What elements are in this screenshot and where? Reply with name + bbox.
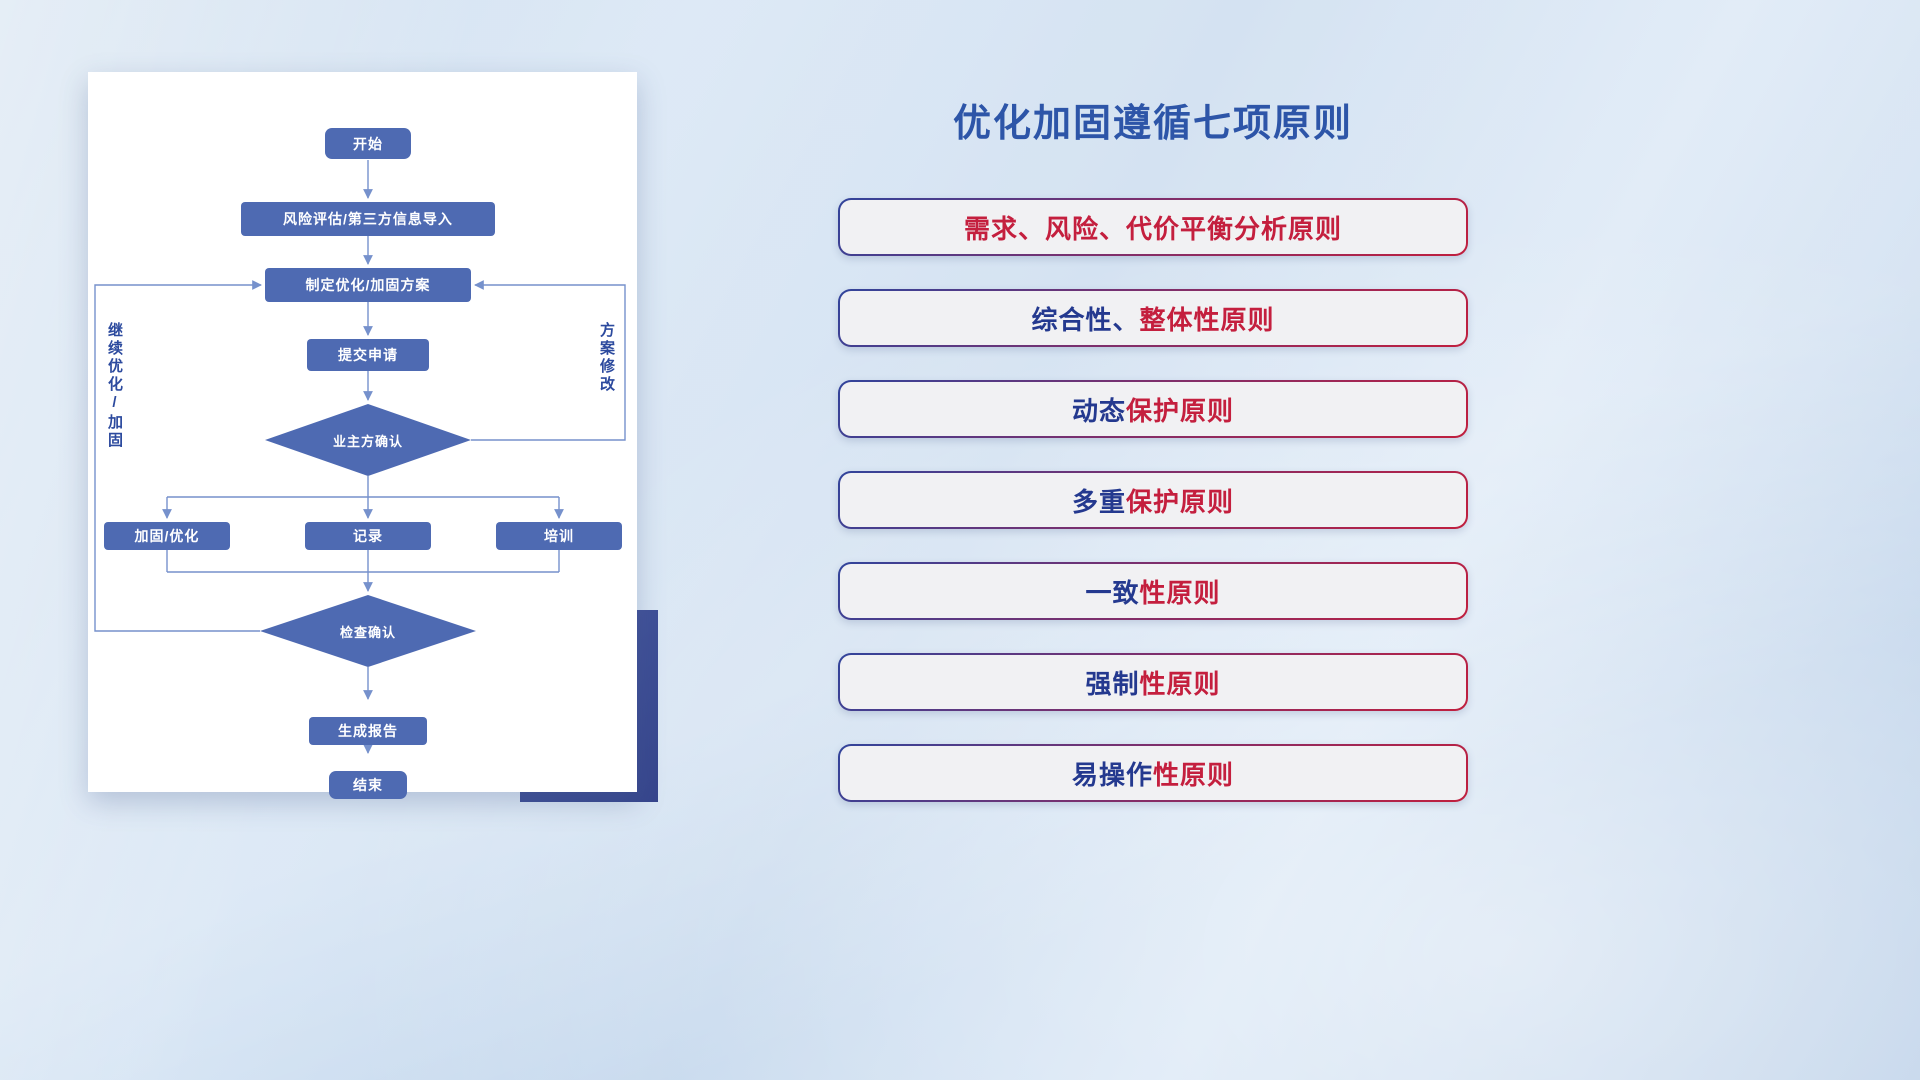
flow-node-submit: 提交申请 [307, 339, 429, 371]
principle-text-segment: 多重 [1071, 486, 1126, 517]
flow-node-record: 记录 [305, 522, 431, 550]
principle-item-5: 一致性原则 [838, 562, 1468, 620]
principle-item-4: 多重保护原则 [838, 471, 1468, 529]
flow-connectors [94, 160, 626, 754]
principle-text-segment: 性原则 [1153, 759, 1235, 790]
page-title: 优化加固遵循七项原则 [952, 103, 1353, 145]
principle-item-7: 易操作性原则 [838, 744, 1468, 802]
principle-item-3: 动态保护原则 [838, 380, 1468, 438]
flow-node-end: 结束 [329, 771, 407, 799]
principle-text-segment: 动态 [1071, 395, 1126, 426]
principle-text-segment: 需求、风险、代价平衡分析原则 [963, 213, 1342, 244]
principles-list: 需求、风险、代价平衡分析原则综合性、整体性原则动态保护原则多重保护原则一致性原则… [838, 198, 1468, 802]
flow-node-report: 生成报告 [309, 717, 427, 745]
flow-node-risk-import: 风险评估/第三方信息导入 [241, 202, 495, 236]
flow-node-train: 培训 [496, 522, 622, 550]
principle-text-segment: 一致 [1085, 577, 1140, 608]
principle-label: 动态保护原则 [840, 382, 1466, 436]
principle-item-6: 强制性原则 [838, 653, 1468, 711]
principle-text-segment: 强制 [1085, 668, 1140, 699]
flowchart-card: 开始 风险评估/第三方信息导入 制定优化/加固方案 提交申请 业主方确认 加固/… [88, 72, 637, 799]
principle-text-segment: 性原则 [1139, 577, 1221, 608]
principle-label: 易操作性原则 [840, 746, 1466, 800]
loop-label-continue-optimize: 继续优化/加固 [106, 322, 123, 450]
flow-node-make-plan: 制定优化/加固方案 [265, 268, 471, 302]
loop-label-plan-modify: 方案修改 [598, 322, 615, 394]
principle-text-segment: 保护原则 [1126, 486, 1235, 517]
principle-text-segment: 保护原则 [1126, 395, 1235, 426]
principle-text-segment: 综合性、 [1031, 304, 1140, 335]
flow-node-start: 开始 [325, 128, 411, 159]
flow-node-harden: 加固/优化 [104, 522, 230, 550]
principle-label: 需求、风险、代价平衡分析原则 [840, 200, 1466, 254]
principle-label: 综合性、整体性原则 [840, 291, 1466, 345]
principle-text-segment: 整体性原则 [1139, 304, 1275, 335]
principle-text-segment: 易操作 [1071, 759, 1153, 790]
principle-text-segment: 性原则 [1139, 668, 1221, 699]
principle-label: 强制性原则 [840, 655, 1466, 709]
principle-item-2: 综合性、整体性原则 [838, 289, 1468, 347]
principle-label: 一致性原则 [840, 564, 1466, 618]
principle-item-1: 需求、风险、代价平衡分析原则 [838, 198, 1468, 256]
principle-label: 多重保护原则 [840, 473, 1466, 527]
